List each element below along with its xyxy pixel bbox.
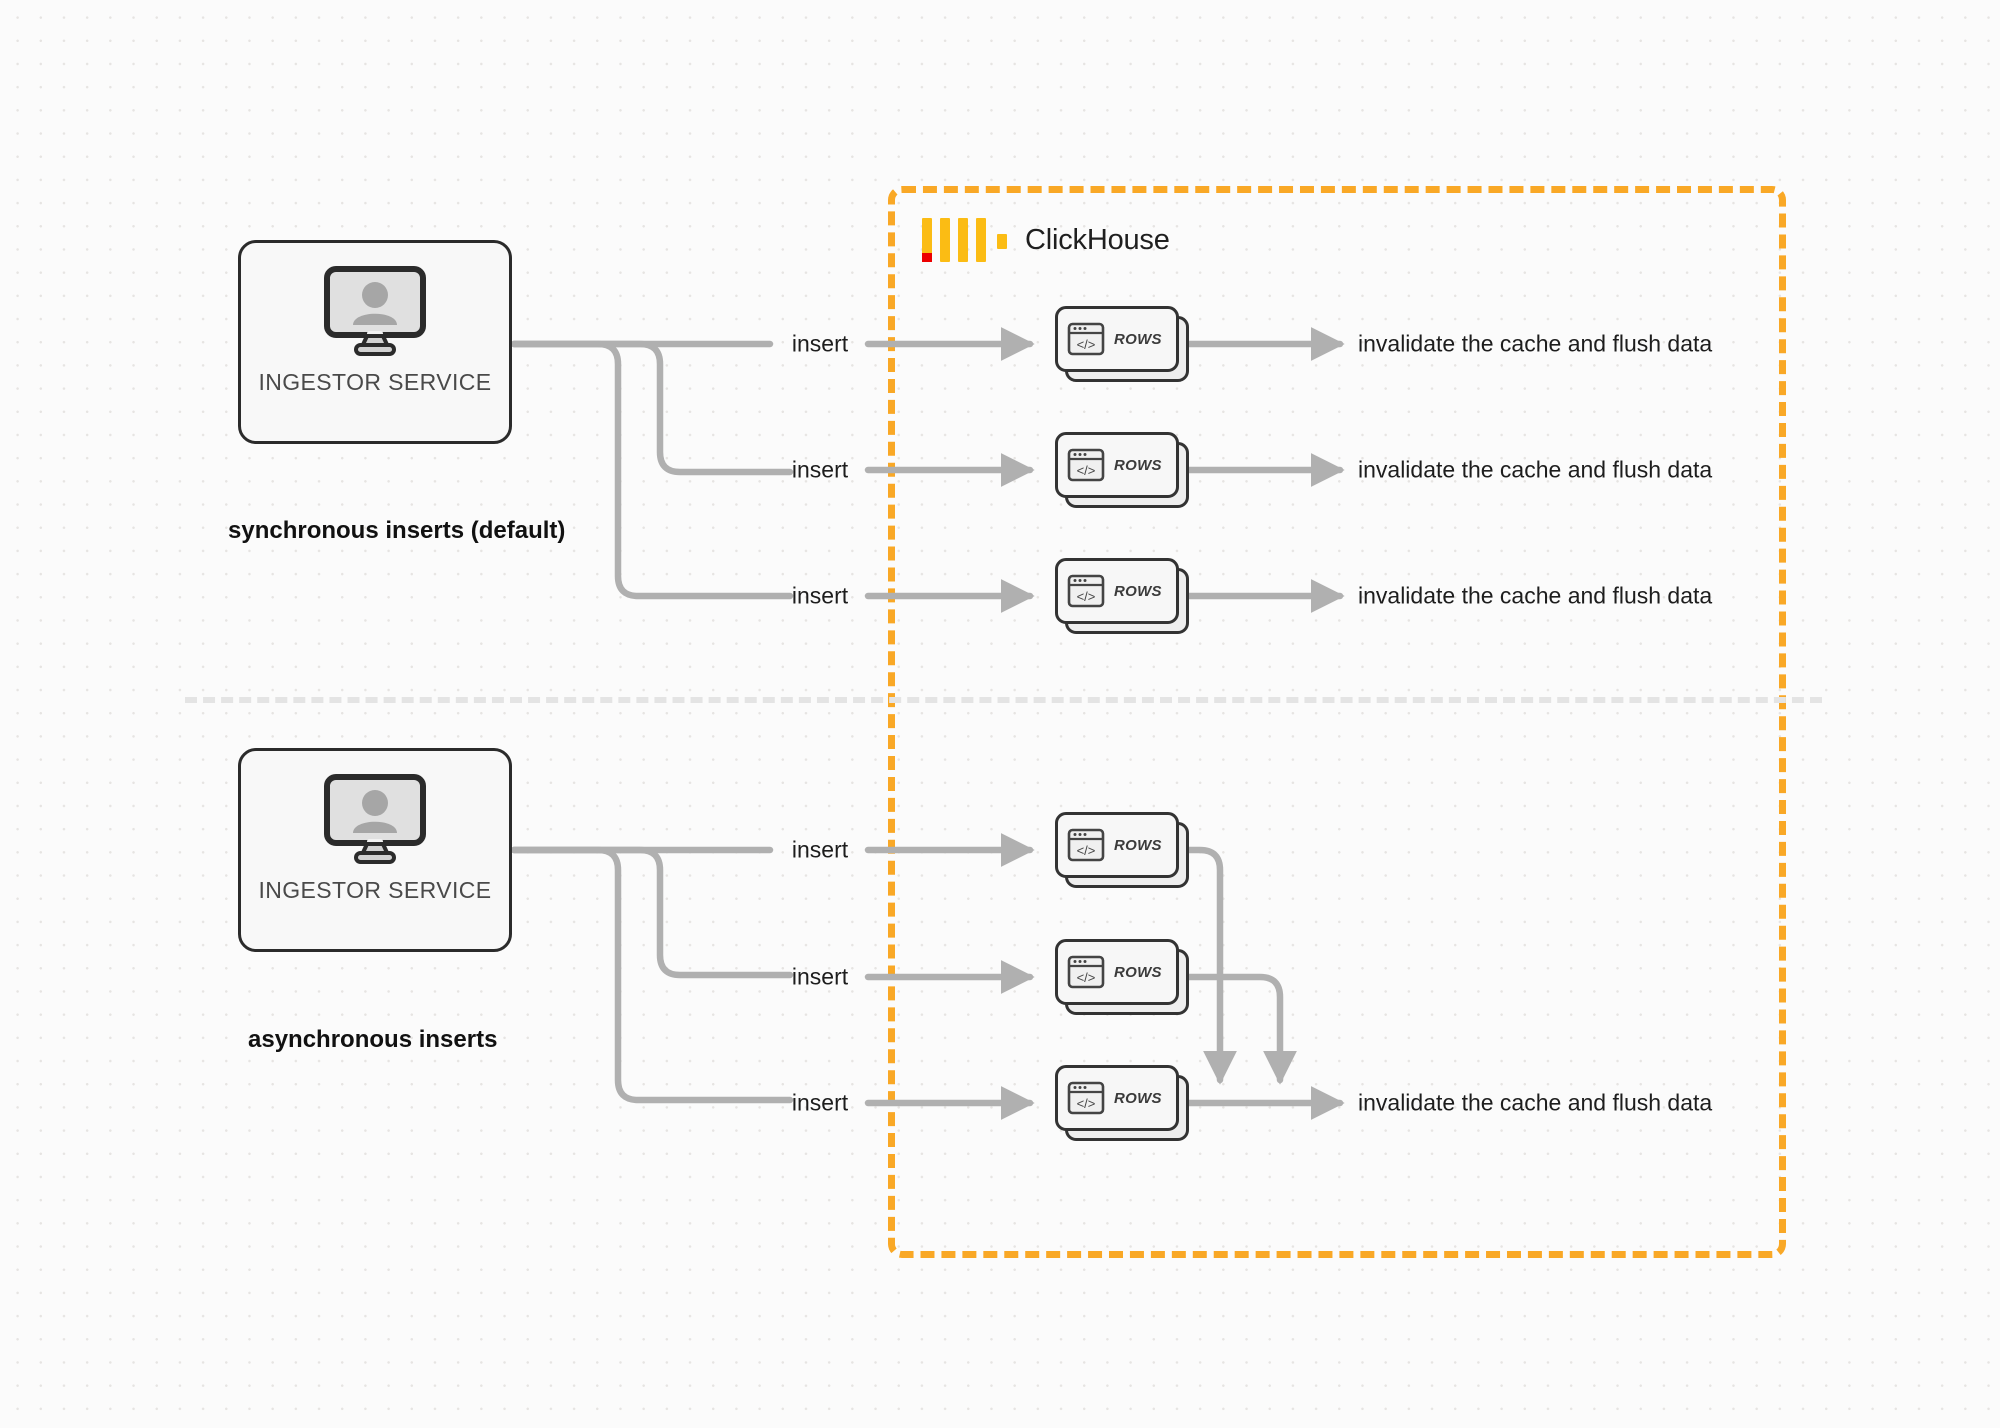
monitor-user-icon xyxy=(324,266,426,356)
svg-text:</>: </> xyxy=(1077,463,1096,478)
code-window-icon: </> xyxy=(1067,574,1105,608)
ingestor-service-async[interactable]: INGESTOR SERVICE xyxy=(238,748,512,952)
ingestor-service-sync[interactable]: INGESTOR SERVICE xyxy=(238,240,512,444)
insert-label: insert xyxy=(791,836,849,863)
rows-card[interactable]: </> ROWS xyxy=(1055,812,1189,888)
section-caption-synchronous: synchronous inserts (default) xyxy=(228,517,566,544)
clickhouse-logo xyxy=(922,218,1007,262)
rows-card-front: </> ROWS xyxy=(1055,1065,1179,1131)
outcome-label: invalidate the cache and flush data xyxy=(1358,1089,1713,1116)
rows-card-front: </> ROWS xyxy=(1055,812,1179,878)
code-window-icon: </> xyxy=(1067,955,1105,989)
rows-card-label: ROWS xyxy=(1114,456,1162,474)
code-window-icon: </> xyxy=(1067,322,1105,356)
rows-card-label: ROWS xyxy=(1114,582,1162,600)
ingestor-service-label: INGESTOR SERVICE xyxy=(258,877,492,903)
insert-label: insert xyxy=(791,330,849,357)
rows-card-front: </> ROWS xyxy=(1055,939,1179,1005)
rows-card-label: ROWS xyxy=(1114,836,1162,854)
rows-card[interactable]: </> ROWS xyxy=(1055,558,1189,634)
rows-card[interactable]: </> ROWS xyxy=(1055,432,1189,508)
rows-card-label: ROWS xyxy=(1114,1089,1162,1107)
insert-label: insert xyxy=(791,1089,849,1116)
rows-card[interactable]: </> ROWS xyxy=(1055,1065,1189,1141)
insert-label: insert xyxy=(791,582,849,609)
outcome-label: invalidate the cache and flush data xyxy=(1358,582,1713,609)
code-window-icon: </> xyxy=(1067,1081,1105,1115)
clickhouse-brand: ClickHouse xyxy=(922,218,1170,262)
svg-text:</>: </> xyxy=(1077,970,1096,985)
rows-card-label: ROWS xyxy=(1114,330,1162,348)
code-window-icon: </> xyxy=(1067,828,1105,862)
svg-text:</>: </> xyxy=(1077,843,1096,858)
rows-card[interactable]: </> ROWS xyxy=(1055,939,1189,1015)
svg-text:</>: </> xyxy=(1077,337,1096,352)
svg-text:</>: </> xyxy=(1077,1096,1096,1111)
outcome-label: invalidate the cache and flush data xyxy=(1358,330,1713,357)
code-window-icon: </> xyxy=(1067,448,1105,482)
insert-label: insert xyxy=(791,963,849,990)
section-caption-asynchronous: asynchronous inserts xyxy=(248,1026,498,1053)
section-divider xyxy=(185,697,1822,703)
rows-card-front: </> ROWS xyxy=(1055,558,1179,624)
clickhouse-boundary xyxy=(888,186,1786,1258)
rows-card[interactable]: </> ROWS xyxy=(1055,306,1189,382)
monitor-user-icon xyxy=(324,774,426,864)
ingestor-service-label: INGESTOR SERVICE xyxy=(258,369,492,395)
rows-card-front: </> ROWS xyxy=(1055,306,1179,372)
clickhouse-brand-label: ClickHouse xyxy=(1025,223,1170,256)
svg-text:</>: </> xyxy=(1077,589,1096,604)
insert-label: insert xyxy=(791,456,849,483)
rows-card-front: </> ROWS xyxy=(1055,432,1179,498)
outcome-label: invalidate the cache and flush data xyxy=(1358,456,1713,483)
rows-card-label: ROWS xyxy=(1114,963,1162,981)
